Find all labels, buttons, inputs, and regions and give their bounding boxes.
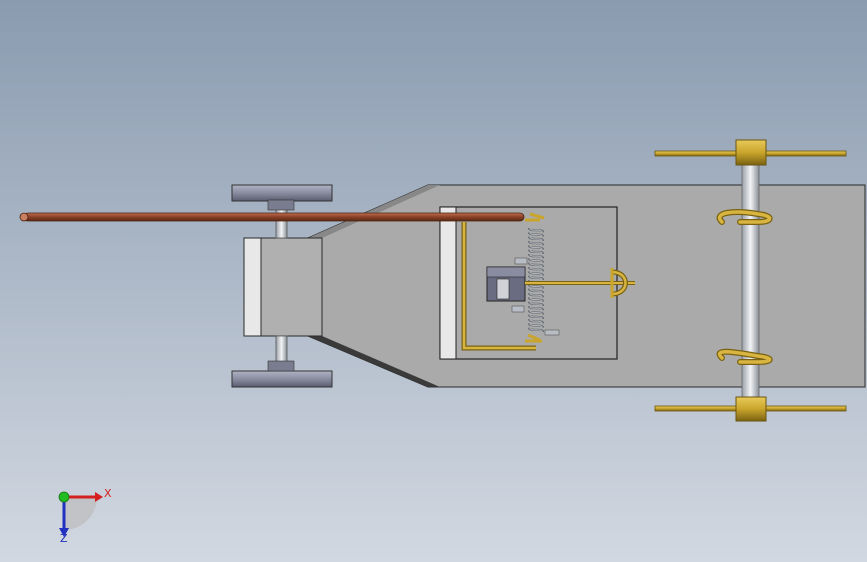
latch-block-top bbox=[486, 266, 526, 278]
rod-end-cap bbox=[19, 212, 29, 222]
brass-frame-wire[interactable] bbox=[462, 222, 536, 350]
spring-coil-highlight bbox=[529, 275, 543, 281]
spring-coil-highlight bbox=[529, 240, 543, 246]
spring-coil-highlight bbox=[529, 227, 543, 233]
front-wheel-bottom[interactable] bbox=[231, 370, 333, 388]
spring-coil-highlight bbox=[529, 288, 543, 294]
rod-body[interactable] bbox=[23, 212, 525, 222]
spring-coil-highlight bbox=[529, 314, 543, 320]
spring-coil-highlight bbox=[529, 310, 543, 315]
spring-coil-highlight bbox=[529, 284, 543, 289]
spring-coil-highlight bbox=[529, 297, 543, 302]
x-axis-label: X bbox=[104, 487, 112, 500]
front-wheel-top[interactable] bbox=[231, 184, 333, 202]
spring-mechanism[interactable] bbox=[461, 212, 635, 351]
mechanism-frame-edge bbox=[439, 206, 457, 360]
latch-slot bbox=[496, 278, 510, 300]
axle-clip-top[interactable] bbox=[717, 210, 772, 224]
rod-hook[interactable] bbox=[611, 270, 627, 296]
triad-plane bbox=[64, 497, 97, 530]
spring-hook-bottom bbox=[525, 333, 542, 343]
spring-coil-highlight bbox=[529, 305, 543, 311]
rear-axle-assembly[interactable] bbox=[654, 139, 847, 422]
front-block-face bbox=[243, 237, 262, 337]
pin-upper bbox=[514, 257, 528, 265]
pin-lower bbox=[511, 305, 525, 313]
spring-coil-highlight bbox=[529, 323, 543, 328]
z-axis-arrow bbox=[59, 528, 69, 537]
front-wheel-hub-top bbox=[267, 199, 295, 211]
chassis-bevel-top bbox=[308, 185, 440, 238]
y-axis-dot bbox=[58, 491, 70, 503]
axis-triad: X Z bbox=[58, 487, 112, 545]
spring-coil-highlight bbox=[529, 301, 543, 307]
spring-coil-highlight bbox=[529, 327, 543, 333]
spring-coil-highlight bbox=[529, 253, 543, 259]
spring-coil-highlight bbox=[529, 236, 543, 242]
z-axis-label: Z bbox=[60, 532, 68, 545]
spring-coil-highlight bbox=[529, 318, 543, 324]
spring-coil-highlight bbox=[529, 266, 543, 272]
rear-hub-bottom bbox=[735, 396, 767, 422]
spring-coil-highlight bbox=[529, 271, 543, 276]
spring-coil-highlight bbox=[529, 249, 543, 255]
x-axis-arrow bbox=[95, 492, 103, 502]
spring-coil-highlight bbox=[529, 292, 543, 298]
spring-coil-highlight bbox=[529, 232, 543, 237]
pin-spring-end bbox=[544, 329, 560, 336]
front-wheel-hub-bottom bbox=[267, 360, 295, 372]
axle-clip-bottom[interactable] bbox=[717, 350, 772, 364]
spring-coil-highlight bbox=[529, 258, 543, 263]
rear-axle[interactable] bbox=[741, 149, 760, 416]
rear-hub-top bbox=[735, 139, 767, 166]
coil-spring[interactable] bbox=[527, 227, 545, 333]
spring-coil-highlight bbox=[529, 245, 543, 250]
chassis-bevel-bottom bbox=[308, 336, 440, 387]
spring-hook-top bbox=[525, 212, 545, 222]
long-rod[interactable] bbox=[19, 212, 525, 222]
spring-coil-highlight bbox=[529, 262, 543, 268]
